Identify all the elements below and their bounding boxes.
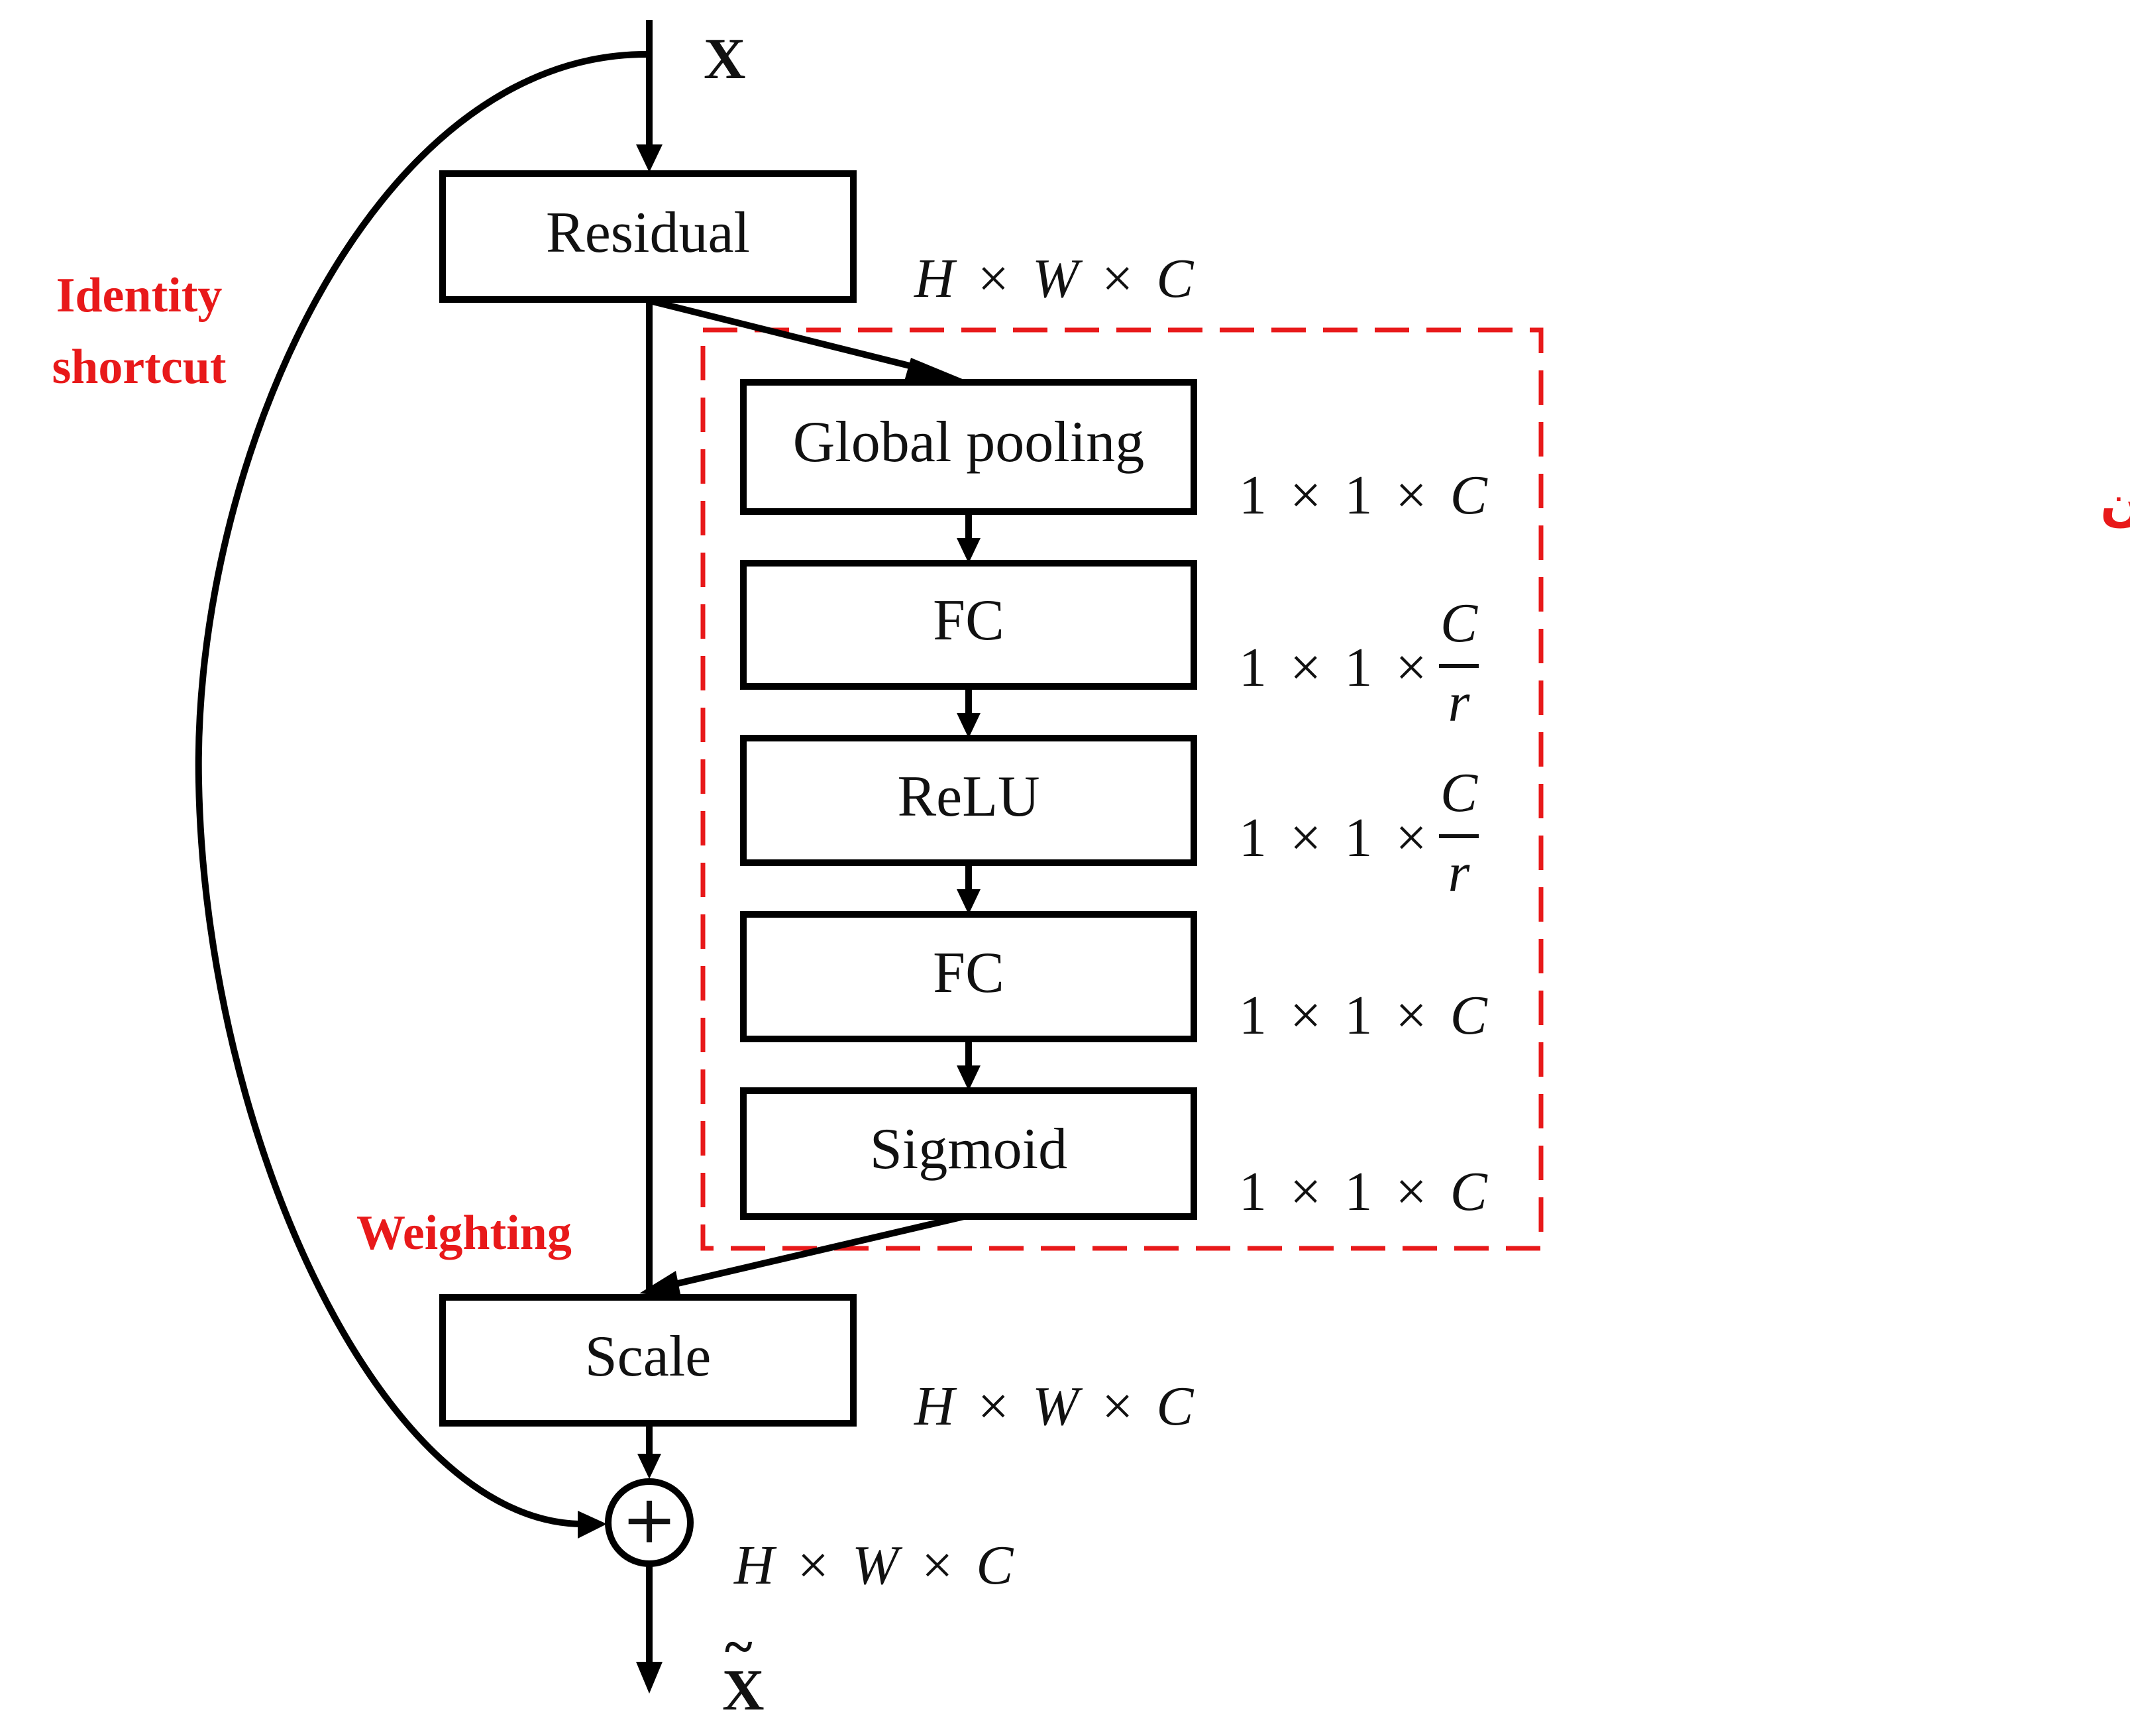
input-arrowhead (636, 144, 663, 172)
global-pooling-box (740, 379, 1197, 515)
pooling-arrowhead (904, 358, 964, 381)
relu-arrowhead (957, 713, 981, 738)
scale-box (439, 1294, 857, 1427)
output-arrowhead (636, 1662, 663, 1694)
output-x-label: X (722, 1658, 765, 1723)
residual-box (439, 170, 857, 303)
arabic-group-label: تعلم مجموعة من الأوزان (2100, 472, 2130, 533)
fc1-box (740, 560, 1197, 690)
fc2-label: FC (933, 941, 1004, 1005)
scale-label: Scale (585, 1325, 712, 1389)
fraction-numerator: C (1440, 762, 1478, 824)
relu-label: ReLU (897, 765, 1039, 829)
dim-fc1: 1 × 1 × C r (1239, 592, 1479, 733)
identity-shortcut-label-line2: shortcut (52, 340, 226, 394)
scale-arrowhead (639, 1271, 681, 1297)
dim-relu: 1 × 1 × C r (1239, 762, 1479, 904)
fraction-denominator: r (1448, 842, 1470, 904)
add-node (605, 1478, 694, 1567)
weight-learning-group-box (700, 327, 1544, 1251)
dim-sigmoid: 1 × 1 × C (1239, 1161, 1488, 1222)
output-tilde-accent: ~ (725, 1618, 753, 1676)
dim-fc2: 1 × 1 × C (1239, 985, 1488, 1046)
add-symbol: + (621, 1480, 677, 1558)
dim-residual: H × W × C (914, 248, 1194, 309)
sigmoid-to-scale-line (668, 1213, 965, 1289)
fc2-arrowhead (957, 889, 981, 914)
svg-text:1 × 1 ×: 1 × 1 × (1239, 637, 1427, 698)
sigmoid-arrowhead (957, 1065, 981, 1091)
residual-to-pooling-line (651, 298, 932, 374)
sigmoid-box (740, 1087, 1197, 1220)
residual-label: Residual (546, 201, 750, 265)
global-pooling-label: Global pooling (793, 410, 1144, 474)
relu-box (740, 735, 1197, 866)
fc1-arrowhead (957, 538, 981, 563)
dim-scale: H × W × C (914, 1376, 1194, 1437)
dim-add: H × W × C (733, 1535, 1014, 1596)
fraction-numerator: C (1440, 592, 1478, 654)
weighting-label: Weighting (356, 1206, 572, 1260)
svg-text:1 × 1 ×: 1 × 1 × (1239, 807, 1427, 869)
identity-shortcut-arrowhead (578, 1511, 607, 1539)
add-arrowhead (637, 1454, 661, 1479)
identity-shortcut-curve (195, 51, 647, 1527)
identity-shortcut-label-line1: Identity (56, 268, 223, 323)
fraction-denominator: r (1448, 672, 1470, 733)
fc1-label: FC (933, 588, 1004, 653)
dim-global-pooling: 1 × 1 × C (1239, 464, 1488, 526)
fc2-box (740, 911, 1197, 1042)
sigmoid-label: Sigmoid (870, 1117, 1067, 1181)
input-x-label: X (704, 27, 746, 91)
